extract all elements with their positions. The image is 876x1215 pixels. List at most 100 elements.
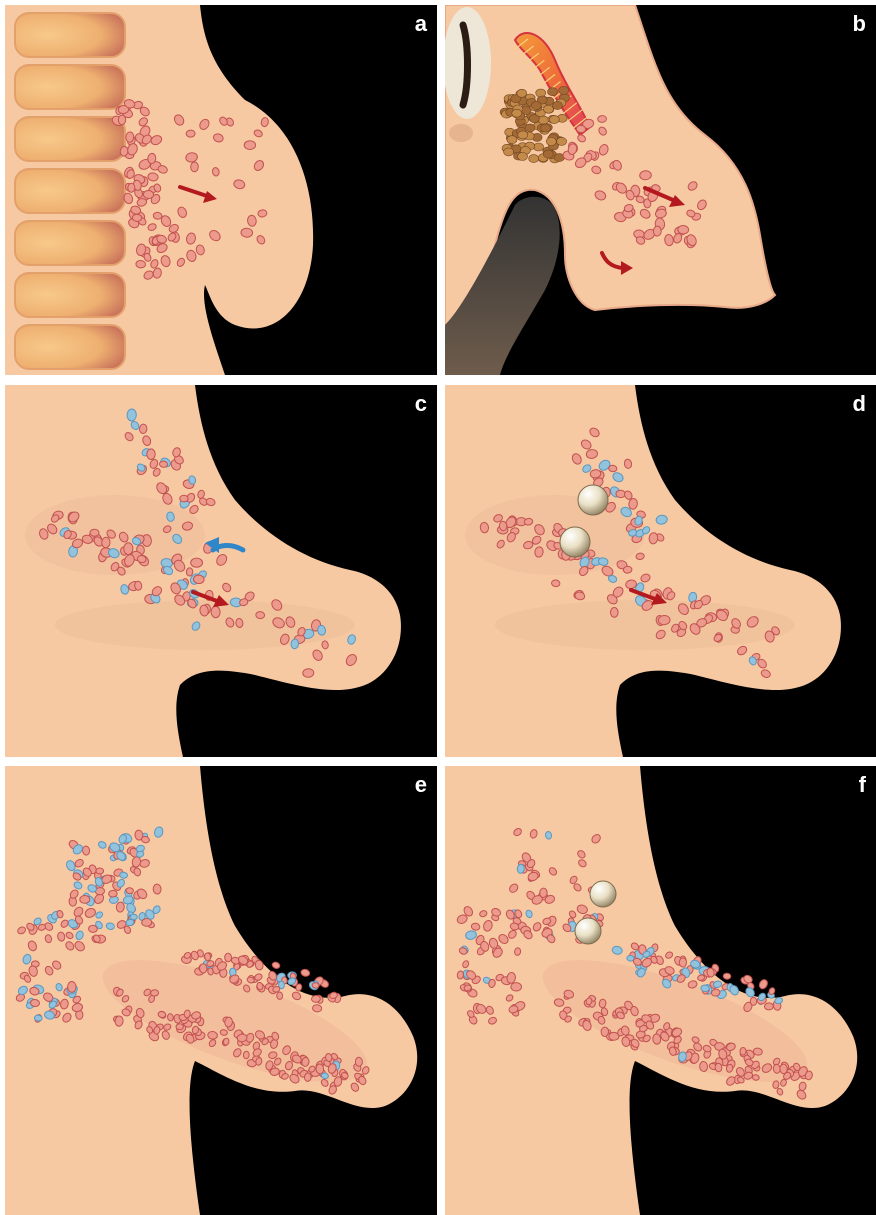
panel-label-d: d (853, 391, 866, 417)
blue-cell (130, 914, 137, 920)
red-cell (124, 543, 133, 555)
bead-icon (578, 485, 608, 515)
red-cell (316, 1064, 324, 1074)
somite-icon (15, 169, 125, 213)
red-cell (740, 1047, 747, 1055)
red-cell (772, 1080, 779, 1089)
red-cell (186, 567, 193, 576)
red-cell (639, 170, 651, 180)
red-cell (167, 1013, 174, 1021)
red-cell (750, 997, 756, 1005)
red-cell (312, 982, 320, 989)
red-cell (304, 1073, 311, 1082)
red-cell (300, 968, 310, 977)
red-cell (118, 115, 126, 125)
panel-b-illustration (445, 5, 876, 375)
somite-icon (15, 117, 125, 161)
red-cell (139, 424, 147, 434)
red-cell (678, 225, 689, 234)
red-cell (186, 130, 195, 137)
panel-e-illustration (5, 766, 437, 1215)
red-cell (752, 1074, 760, 1081)
red-cell (136, 260, 146, 268)
red-cell (765, 1003, 774, 1010)
blue-cell (517, 864, 524, 873)
red-cell (658, 615, 671, 625)
red-cell (153, 212, 162, 220)
blue-cell (119, 872, 128, 879)
red-cell (312, 1004, 322, 1012)
red-cell (511, 983, 522, 992)
panel-f-illustration (445, 766, 876, 1215)
somite-column (15, 13, 125, 369)
red-cell (608, 465, 617, 472)
panel-label-f: f (859, 772, 866, 798)
red-cell (115, 1016, 124, 1027)
bead-icon (575, 918, 601, 944)
red-cell (68, 981, 77, 992)
red-cell (159, 461, 168, 468)
red-cell (180, 495, 189, 502)
panel-e: e (5, 766, 437, 1215)
red-cell (277, 992, 283, 1000)
limb-tissue (445, 385, 841, 757)
panel-c-illustration (5, 385, 437, 757)
red-cell (176, 1024, 184, 1030)
red-cell (271, 961, 280, 969)
red-cell (597, 115, 606, 122)
somite-icon (15, 13, 125, 57)
red-cell (153, 884, 161, 894)
blue-cell (127, 409, 137, 421)
red-cell (244, 141, 256, 150)
red-cell (150, 990, 158, 997)
red-cell (90, 529, 99, 536)
red-cell (241, 228, 253, 238)
red-cell (132, 214, 142, 222)
red-cell (311, 995, 320, 1002)
red-cell (126, 888, 134, 894)
red-cell (623, 566, 632, 574)
red-cell (191, 162, 199, 172)
red-cell (101, 537, 110, 548)
red-cell (243, 1051, 249, 1059)
panel-label-b: b (853, 11, 866, 37)
red-cell (143, 190, 154, 199)
red-cell (653, 226, 661, 236)
panel-d: d (445, 385, 876, 757)
red-cell (211, 606, 221, 618)
red-cell (611, 608, 619, 618)
panel-d-illustration (445, 385, 876, 757)
panel-f: f (445, 766, 876, 1215)
red-cell (699, 1061, 707, 1072)
red-cell (601, 1027, 609, 1037)
red-cell (126, 132, 134, 143)
red-cell (539, 888, 547, 898)
red-cell (303, 668, 314, 677)
red-cell (191, 558, 203, 567)
panel-c: c (5, 385, 437, 757)
somite-icon (15, 65, 125, 109)
red-cell (723, 973, 731, 980)
red-cell (457, 971, 464, 980)
red-cell (576, 125, 586, 133)
red-cell (128, 183, 135, 192)
red-cell (199, 964, 207, 974)
panel-label-c: c (415, 391, 427, 417)
red-cell (147, 153, 156, 164)
red-cell (609, 1032, 619, 1040)
red-cell (225, 953, 232, 962)
bead-icon (590, 881, 616, 907)
red-cell (255, 611, 264, 619)
red-cell (96, 868, 104, 874)
somite-icon (15, 221, 125, 265)
red-cell (147, 449, 155, 460)
panel-b: b (445, 5, 876, 375)
red-cell (220, 1029, 228, 1036)
red-cell (204, 953, 211, 962)
red-cell (679, 958, 686, 967)
red-cell (758, 978, 769, 990)
bead-icon (560, 527, 590, 557)
panel-a: a (5, 5, 437, 375)
somite-icon (15, 325, 125, 369)
red-cell (88, 925, 97, 933)
